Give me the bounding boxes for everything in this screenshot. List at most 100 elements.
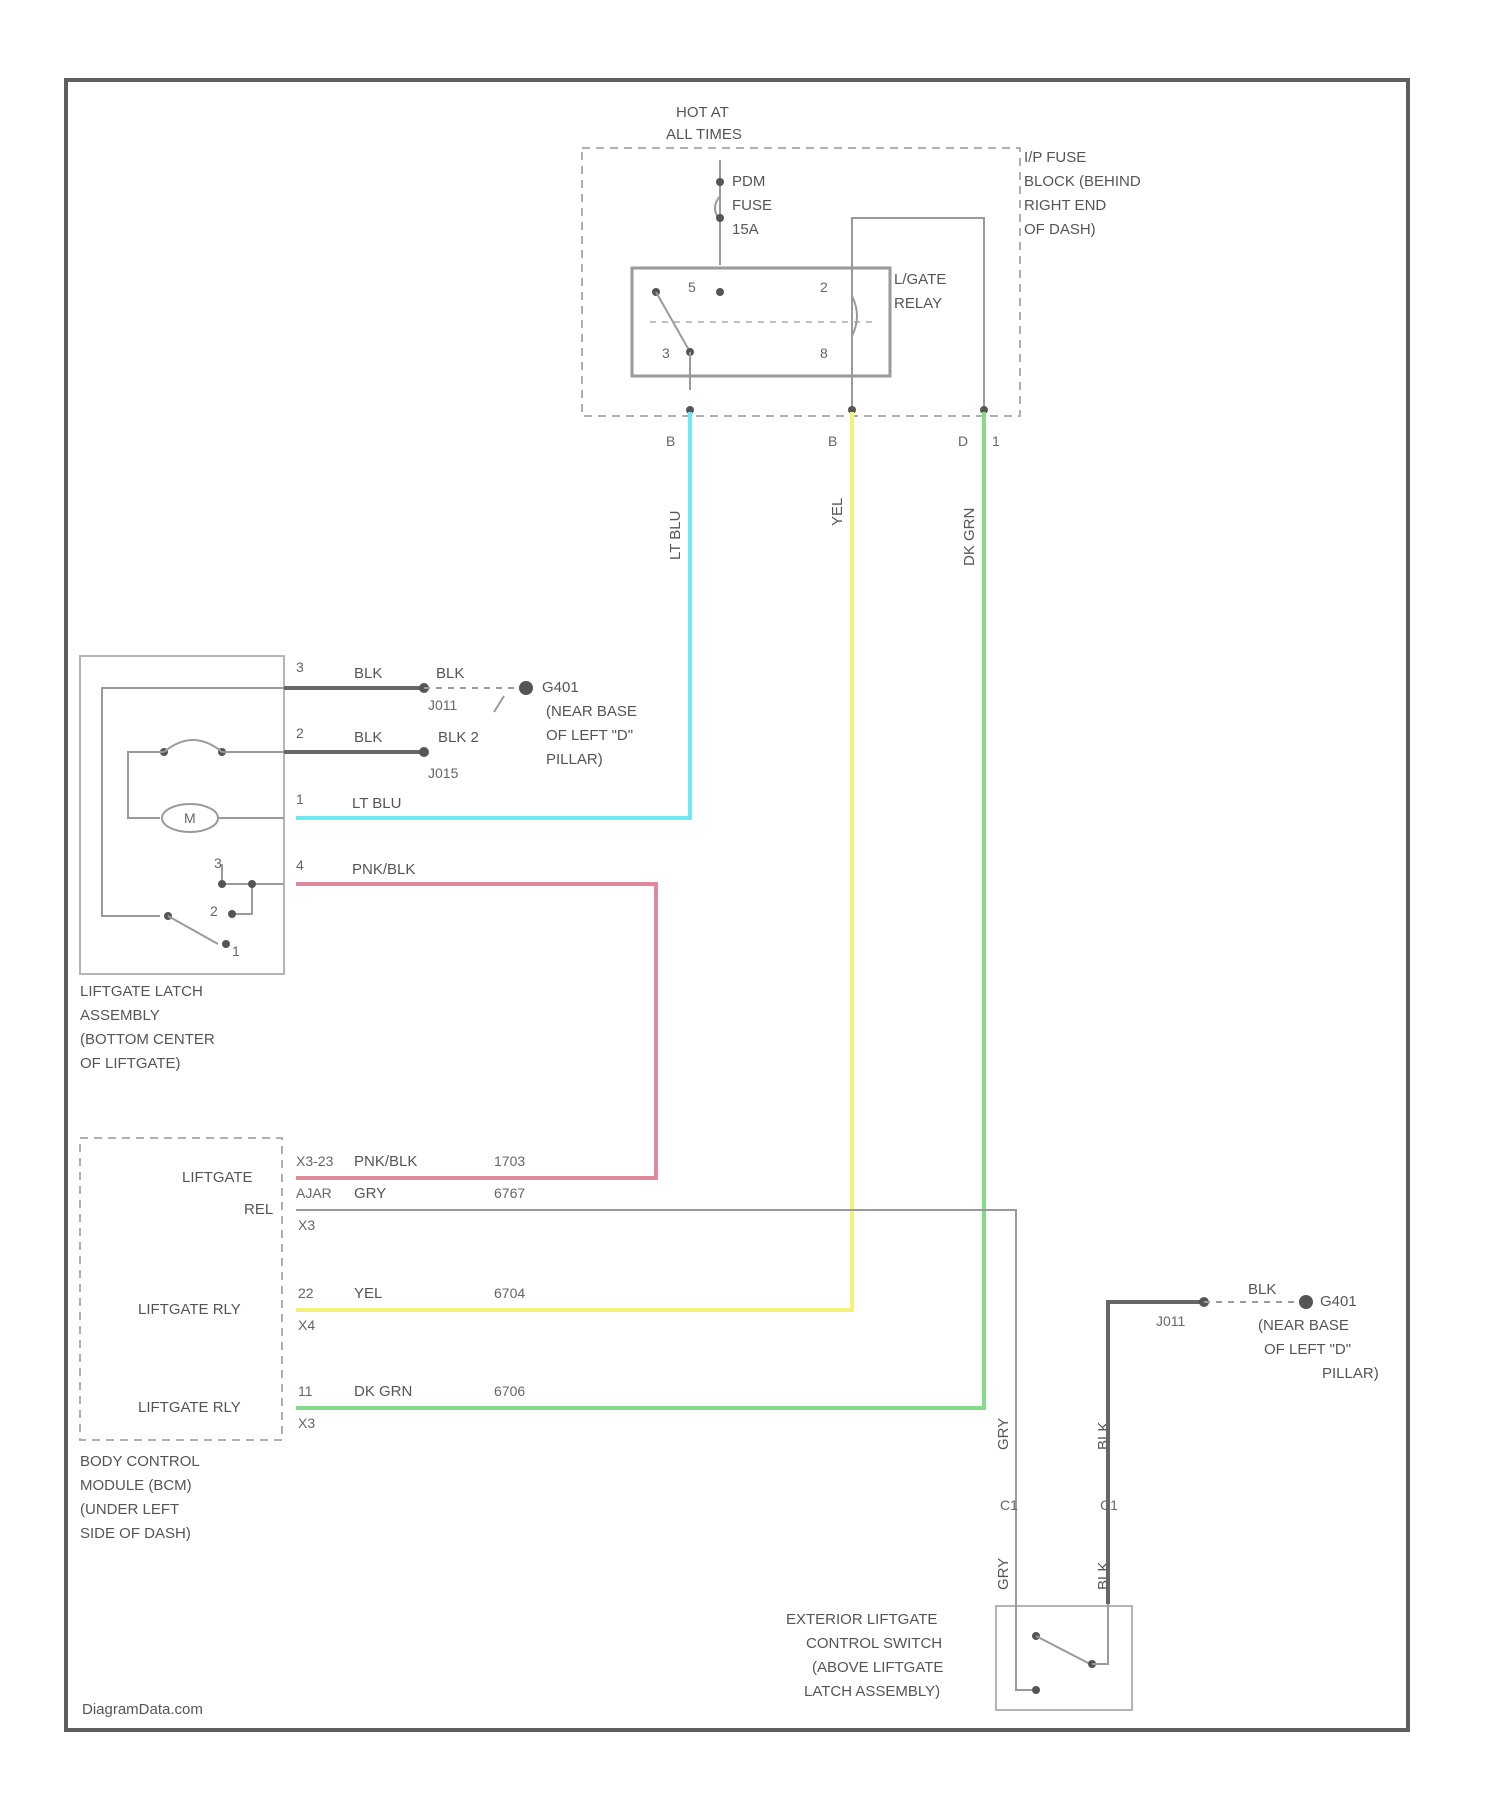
splice-j011-label: J011	[428, 697, 458, 713]
wire-label-blk-2: BLK	[354, 729, 382, 746]
wire-pnk-blk	[296, 884, 656, 1178]
bcm-pin-11: 11	[298, 1383, 313, 1399]
ext-switch-label-4: LATCH ASSEMBLY)	[804, 1683, 940, 1700]
ground-g401-desc-2: OF LEFT "D"	[546, 727, 633, 744]
bcm-sub-x3: X3	[298, 1415, 315, 1431]
watermark: DiagramData.com	[82, 1701, 203, 1718]
latch-pin-2: 2	[296, 725, 304, 741]
ground-g401-symbol	[519, 681, 533, 695]
bcm-label-2: MODULE (BCM)	[80, 1477, 192, 1494]
wire-label-blk-3: BLK	[436, 665, 464, 682]
wire-blk-ext	[1108, 1302, 1204, 1604]
bcm-code-1703: 1703	[494, 1153, 525, 1169]
ext-ground-desc-3: PILLAR)	[1322, 1365, 1379, 1382]
latch-pin-1: 1	[296, 791, 304, 807]
latch-label-4: OF LIFTGATE)	[80, 1055, 181, 1072]
ext-switch-label-3: (ABOVE LIFTGATE	[812, 1659, 943, 1676]
bcm-row-liftgate-rly-1: LIFTGATE RLY	[138, 1301, 241, 1318]
ext-ground-desc-2: OF LEFT "D"	[1264, 1341, 1351, 1358]
relay-label-line1: L/GATE	[894, 271, 946, 288]
wire-label-lt-blu: LT BLU	[352, 795, 401, 812]
fuse-dot-bottom	[716, 214, 724, 222]
fuse-type: FUSE	[732, 197, 772, 214]
ext-conn-left: C1	[1000, 1497, 1018, 1513]
bcm-label-1: BODY CONTROL	[80, 1453, 200, 1470]
latch-switch-pin-2: 2	[210, 903, 218, 919]
relay-contact-no	[716, 288, 724, 296]
bcm-code-6704: 6704	[494, 1285, 525, 1301]
fuse-dot-top	[716, 178, 724, 186]
wire-dk-grn	[296, 412, 984, 1408]
cavity-label-3: D	[958, 433, 968, 449]
ext-switch-in	[1016, 1604, 1036, 1690]
latch-ajar-dot-5	[228, 910, 236, 918]
bcm-wire-gry: GRY	[354, 1185, 386, 1202]
ground-g401-desc-3: PILLAR)	[546, 751, 603, 768]
ext-switch-arm	[1036, 1636, 1090, 1664]
wire-label-gry-vertical-2: GRY	[995, 1558, 1012, 1590]
fuse-block-location-1: I/P FUSE	[1024, 149, 1086, 166]
latch-motor-feed	[128, 752, 164, 818]
ground-g401-desc-1: (NEAR BASE	[546, 703, 637, 720]
latch-label-2: ASSEMBLY	[80, 1007, 160, 1024]
latch-internal-ground	[102, 688, 284, 916]
ext-ground-symbol	[1299, 1295, 1313, 1309]
wire-label-gry-vertical-1: GRY	[995, 1418, 1012, 1450]
splice-j015-dot	[419, 747, 429, 757]
fuse-block-location-4: OF DASH)	[1024, 221, 1096, 238]
hot-at-all-times-line1: HOT AT	[676, 104, 729, 121]
ground-g401-name: G401	[542, 679, 579, 696]
fuse-name: PDM	[732, 173, 765, 190]
ext-switch-dot-1	[1032, 1686, 1040, 1694]
bcm-pin-x3: X3	[298, 1217, 315, 1233]
relay-pin-5: 5	[688, 279, 696, 295]
bcm-ajar: AJAR	[296, 1185, 332, 1201]
bcm-code-6706: 6706	[494, 1383, 525, 1399]
bcm-row-liftgate: LIFTGATE	[182, 1169, 253, 1186]
diagram-frame	[66, 80, 1408, 1730]
ext-switch-label-1: EXTERIOR LIFTGATE	[786, 1611, 937, 1628]
ext-conn-right: C1	[1100, 1497, 1118, 1513]
splice-j015-label: J015	[428, 765, 459, 781]
ground-break-mark	[494, 696, 504, 712]
bcm-pin-x3-23: X3-23	[296, 1153, 334, 1169]
relay-label-line2: RELAY	[894, 295, 942, 312]
bcm-sub-x4: X4	[298, 1317, 315, 1333]
latch-switch-pin-1: 1	[232, 943, 240, 959]
latch-ajar-switch	[168, 916, 218, 944]
wire-lt-blu	[296, 412, 690, 818]
latch-label-3: (BOTTOM CENTER	[80, 1031, 215, 1048]
bcm-label-4: SIDE OF DASH)	[80, 1525, 191, 1542]
ext-ground-name: G401	[1320, 1293, 1357, 1310]
bcm-wire-yel: YEL	[354, 1285, 382, 1302]
bcm-wire-pnk-blk: PNK/BLK	[354, 1153, 417, 1170]
relay-coil-feed	[852, 218, 984, 412]
latch-switch-arc	[164, 740, 222, 752]
latch-ajar-dot-3	[218, 880, 226, 888]
wire-label-blk-ext: BLK	[1248, 1281, 1276, 1298]
bcm-code-6767: 6767	[494, 1185, 525, 1201]
hot-at-all-times-line2: ALL TIMES	[666, 126, 742, 143]
relay-switch-arm	[656, 292, 690, 352]
latch-label-1: LIFTGATE LATCH	[80, 983, 203, 1000]
fuse-rating: 15A	[732, 221, 759, 238]
wire-label-yel-vertical: YEL	[829, 498, 846, 526]
latch-motor-label: M	[184, 810, 196, 826]
relay-pin-8: 8	[820, 345, 828, 361]
bcm-pin-22: 22	[298, 1285, 314, 1301]
fuse-block-location-2: BLOCK (BEHIND	[1024, 173, 1141, 190]
ext-splice-label: J011	[1156, 1313, 1186, 1329]
latch-ajar-dot-4	[248, 880, 256, 888]
relay-pin-2: 2	[820, 279, 828, 295]
latch-pin-4: 4	[296, 857, 304, 873]
latch-ajar-dot-2	[222, 940, 230, 948]
cavity-label-1: B	[666, 433, 675, 449]
wire-label-blk-1: BLK	[354, 665, 382, 682]
wire-label-dk-grn-vertical: DK GRN	[961, 508, 978, 566]
wire-label-lt-blu-vertical: LT BLU	[667, 511, 684, 560]
latch-ajar-link	[232, 884, 252, 914]
latch-pin-3: 3	[296, 659, 304, 675]
ext-switch-out	[1092, 1604, 1108, 1664]
latch-switch-pin-3: 3	[214, 855, 222, 871]
